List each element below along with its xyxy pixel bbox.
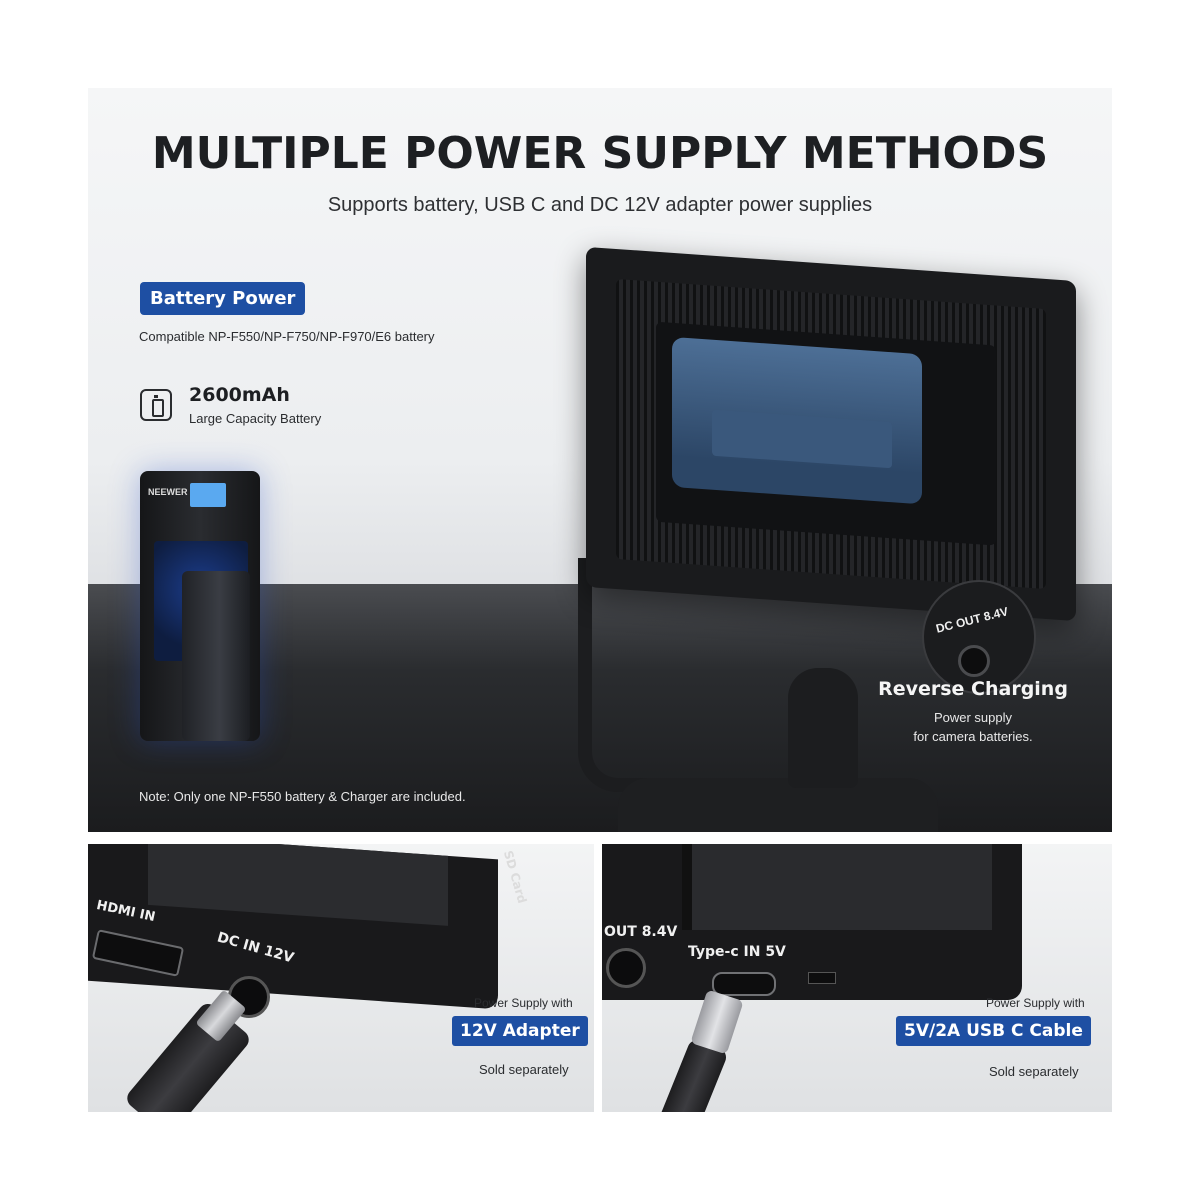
reverse-charging-desc-1: Power supply xyxy=(933,710,1013,725)
reverse-charging-title: Reverse Charging xyxy=(878,678,1068,700)
monitor-side-view xyxy=(88,844,498,1010)
charger-lcd xyxy=(190,483,226,507)
camera-body xyxy=(618,778,938,832)
reverse-charging-desc-2: for camera batteries. xyxy=(913,729,1033,744)
charger-brand: NEEWER xyxy=(148,487,188,497)
side-vent xyxy=(808,972,836,984)
battery-icon xyxy=(140,389,172,421)
dc-out-port xyxy=(958,645,990,677)
battery-capacity-value: 2600mAh xyxy=(189,384,290,406)
monitor-screen xyxy=(682,844,992,930)
adapter-sold-separately: Sold separately xyxy=(479,1062,569,1077)
np-f550-battery xyxy=(672,336,922,505)
dc-out-side-port xyxy=(606,948,646,988)
type-c-label: Type-c IN 5V xyxy=(688,944,786,960)
cold-shoe-mount xyxy=(788,668,858,788)
top-panel: MULTIPLE POWER SUPPLY METHODS Supports b… xyxy=(88,88,1112,832)
page-title: MULTIPLE POWER SUPPLY METHODS xyxy=(151,128,1049,179)
dc-out-side-label: OUT 8.4V xyxy=(604,924,678,940)
battery-capacity-label: Large Capacity Battery xyxy=(189,411,322,426)
adapter-supply-text: Power Supply with xyxy=(474,996,573,1010)
page-subtitle: Supports battery, USB C and DC 12V adapt… xyxy=(327,194,873,216)
adapter-panel: HDMI IN DC IN 12V SD Card Power Supply w… xyxy=(88,844,594,1112)
battery-power-badge: Battery Power xyxy=(140,282,306,315)
usbc-supply-text: Power Supply with xyxy=(986,996,1085,1010)
monitor-rear-image xyxy=(586,246,1076,622)
usbc-panel: OUT 8.4V Type-c IN 5V Power Supply with … xyxy=(602,844,1112,1112)
included-note: Note: Only one NP-F550 battery & Charger… xyxy=(139,789,466,804)
battery-charger-image: NEEWER xyxy=(140,471,260,741)
battery-compatibility-text: Compatible NP-F550/NP-F750/NP-F970/E6 ba… xyxy=(139,329,435,344)
type-c-port xyxy=(712,972,776,996)
usbc-supply-badge: 5V/2A USB C Cable xyxy=(896,1016,1091,1046)
adapter-supply-badge: 12V Adapter xyxy=(452,1016,588,1046)
product-infographic: MULTIPLE POWER SUPPLY METHODS Supports b… xyxy=(88,88,1112,1112)
monitor-screen xyxy=(148,844,448,926)
dc-out-callout xyxy=(922,580,1036,694)
usbc-sold-separately: Sold separately xyxy=(989,1064,1079,1079)
charger-battery xyxy=(182,571,250,741)
sd-card-label: SD Card xyxy=(500,849,530,905)
